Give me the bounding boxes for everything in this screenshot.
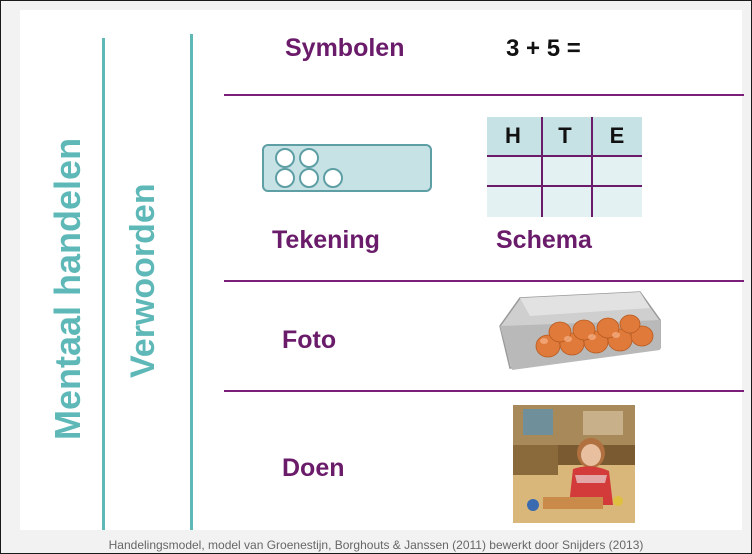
teal-divider-inner — [190, 34, 193, 530]
schema-vline-1 — [541, 117, 543, 217]
footer-caption: Handelingsmodel, model van Groenestijn, … — [108, 538, 644, 552]
schema-hline-1 — [487, 155, 642, 157]
symbolen-label: Symbolen — [285, 34, 405, 62]
row-divider-2 — [224, 280, 744, 282]
teal-divider-outer — [102, 38, 105, 530]
circle-icon — [299, 168, 319, 188]
circle-icon — [299, 148, 319, 168]
row-divider-3 — [224, 390, 744, 392]
schema-vline-2 — [591, 117, 593, 217]
schema-hline-2 — [487, 185, 642, 187]
circle-icon — [323, 168, 343, 188]
tekening-label: Tekening — [272, 226, 380, 254]
classroom-photo — [513, 405, 635, 523]
counting-drawing — [262, 144, 432, 192]
egg-carton-icon — [499, 291, 661, 370]
schema-header-row — [487, 117, 642, 155]
schema-label: Schema — [496, 226, 592, 254]
circle-icon — [275, 168, 295, 188]
mentaal-handelen-label: Mentaal handelen — [47, 137, 88, 440]
sum-expression: 3 + 5 = — [506, 35, 581, 62]
circle-icon — [275, 148, 295, 168]
schema-col-t: T — [558, 123, 572, 148]
schema-col-h: H — [505, 123, 521, 148]
hte-schema: H T E — [487, 117, 642, 217]
row-divider-1 — [224, 94, 744, 96]
verwoorden-label: Verwoorden — [124, 183, 162, 378]
doen-label: Doen — [282, 454, 345, 482]
foto-label: Foto — [282, 326, 337, 354]
schema-col-e: E — [609, 123, 625, 148]
